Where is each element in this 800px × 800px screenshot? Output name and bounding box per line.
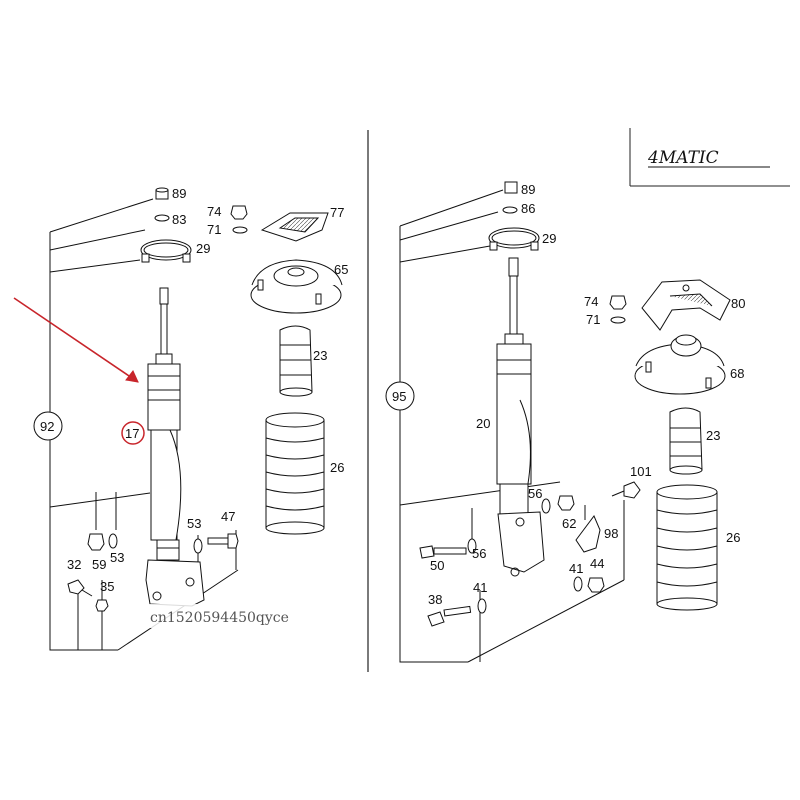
label-65: 65 [334, 262, 348, 277]
left-washer-35 [95, 599, 109, 612]
label-29: 29 [196, 241, 210, 256]
label-26-r: 26 [726, 530, 740, 545]
right-washer-86 [502, 206, 518, 214]
highlight-label-17: 17 [125, 426, 139, 441]
left-nut-89 [155, 187, 169, 200]
right-washer-56b [467, 538, 477, 554]
label-89: 89 [172, 186, 186, 201]
label-41-upper: 41 [569, 561, 583, 576]
label-50: 50 [430, 558, 444, 573]
group-label-92: 92 [40, 419, 54, 434]
left-washer-71 [232, 226, 248, 234]
label-83: 83 [172, 212, 186, 227]
label-80: 80 [731, 296, 745, 311]
right-nut-89 [504, 181, 518, 194]
left-panel [13, 187, 343, 651]
right-shock-absorber-20 [496, 257, 545, 577]
right-bump-stop-23 [669, 407, 703, 475]
label-53-upper: 53 [187, 516, 201, 531]
label-59: 59 [92, 557, 106, 572]
right-washer-41b [477, 598, 487, 614]
left-nut-53 [87, 533, 105, 551]
left-bolt-47 [207, 533, 239, 549]
left-shock-absorber-17 [145, 287, 205, 607]
highlight-circle [121, 421, 145, 445]
logo-text: 4MATIC [647, 148, 719, 168]
logo-4matic: 4MATIC [629, 128, 790, 187]
label-47: 47 [221, 509, 235, 524]
label-71: 71 [207, 222, 221, 237]
label-74: 74 [207, 204, 221, 219]
left-nut-74 [230, 205, 248, 220]
right-nut-44 [587, 577, 605, 593]
left-mount-plate-77 [260, 212, 329, 242]
label-32: 32 [67, 557, 81, 572]
right-bolt-101 [611, 481, 641, 499]
label-77: 77 [330, 205, 344, 220]
right-dust-boot-26 [656, 484, 718, 611]
right-washer-56 [541, 498, 551, 514]
label-29-r: 29 [542, 231, 556, 246]
left-strut-mount-65 [250, 259, 343, 314]
label-44: 44 [590, 556, 604, 571]
label-53-lower: 53 [110, 550, 124, 565]
watermark-text: cn1520594450qyce [150, 610, 289, 626]
label-35: 35 [100, 579, 114, 594]
left-bump-stop-23 [279, 325, 313, 397]
group-circle-92 [33, 411, 63, 441]
label-71-r: 71 [586, 312, 600, 327]
label-86: 86 [521, 201, 535, 216]
label-101: 101 [630, 464, 652, 479]
left-washer-53b [193, 538, 203, 554]
left-dust-boot-26 [265, 412, 325, 535]
right-washer-71 [610, 316, 626, 324]
label-56-lower: 56 [472, 546, 486, 561]
left-washer-83 [154, 214, 170, 222]
right-panel [385, 181, 731, 663]
right-washer-41 [573, 576, 583, 592]
label-41-lower: 41 [473, 580, 487, 595]
right-labels: 89 86 29 74 71 80 68 23 20 101 56 62 98 … [392, 182, 745, 607]
right-nut-74 [609, 295, 627, 310]
right-bolt-38 [427, 605, 472, 627]
right-strut-mount-68 [634, 334, 726, 395]
label-26: 26 [330, 460, 344, 475]
left-bolt-32 [67, 579, 93, 597]
left-clamp-ring-29 [140, 239, 192, 263]
right-bracket [399, 226, 468, 663]
right-bracket-80 [641, 279, 731, 331]
label-38: 38 [428, 592, 442, 607]
right-clamp-ring-29 [488, 227, 540, 251]
label-56-upper: 56 [528, 486, 542, 501]
label-74-r: 74 [584, 294, 598, 309]
watermark: cn1520594450qyce [148, 604, 298, 628]
right-bracket-98 [575, 515, 601, 553]
highlight-arrow [13, 297, 139, 383]
left-bracket [49, 232, 118, 651]
right-bolt-50 [419, 545, 467, 559]
left-washer-53 [108, 533, 118, 549]
label-23-r: 23 [706, 428, 720, 443]
label-62: 62 [562, 516, 576, 531]
right-nut-62 [557, 495, 575, 511]
group-circle-95 [385, 381, 415, 411]
label-23: 23 [313, 348, 327, 363]
label-20: 20 [476, 416, 490, 431]
label-98: 98 [604, 526, 618, 541]
left-labels: 89 83 29 74 71 77 65 23 26 53 47 53 32 5… [40, 186, 348, 594]
group-label-95: 95 [392, 389, 406, 404]
label-68: 68 [730, 366, 744, 381]
label-89-r: 89 [521, 182, 535, 197]
